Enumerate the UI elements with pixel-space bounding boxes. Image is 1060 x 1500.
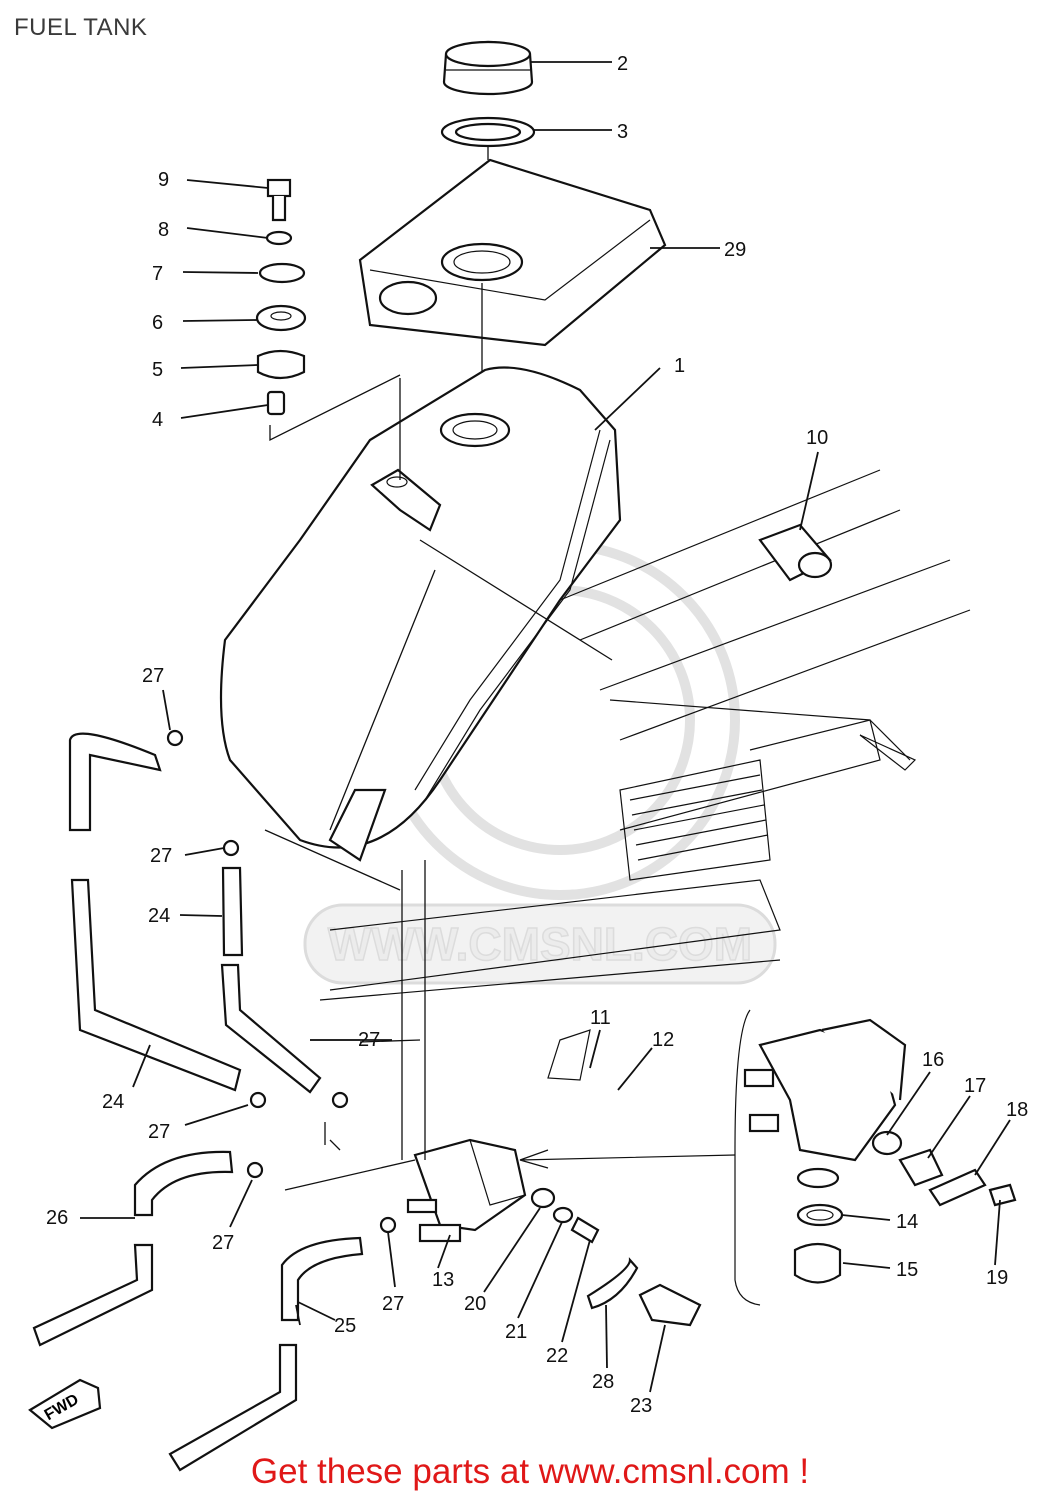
fuel-cock-detail [734,1009,1017,1306]
callout-28: 28 [592,1371,614,1393]
tank-cover [358,158,667,347]
callout-1: 1 [674,355,685,377]
collar [758,523,833,582]
page-title: FUEL TANK [14,14,148,41]
callout-25: 25 [334,1315,356,1337]
callout-6: 6 [152,312,163,334]
callout-29: 29 [724,239,746,261]
fuel-tank [219,366,622,862]
callout-5: 5 [152,359,163,381]
callout-15: 15 [896,1259,918,1281]
callout-19: 19 [986,1267,1008,1289]
callout-23: 23 [630,1395,652,1417]
footer-link[interactable]: Get these parts at www.cmsnl.com ! [250,1452,810,1491]
callout-24a: 24 [148,905,170,927]
fuel-cock-hardware [530,1187,702,1327]
callout-8: 8 [158,219,169,241]
callout-22: 22 [546,1345,568,1367]
callout-7: 7 [152,263,163,285]
callout-9: 9 [158,169,169,191]
callout-numbers: 1 2 3 4 5 6 7 8 9 10 11 12 13 14 15 16 1… [46,53,1028,1417]
callout-14: 14 [896,1211,918,1233]
callout-21: 21 [505,1321,527,1343]
callout-16: 16 [922,1049,944,1071]
callout-27e: 27 [212,1232,234,1254]
callout-20: 20 [464,1293,486,1315]
frame [319,469,971,1081]
callout-11: 11 [590,1007,611,1029]
callout-27b: 27 [150,845,172,867]
cap-gasket [440,116,536,148]
hoses [32,732,364,1472]
fuel-cap [442,40,534,96]
callout-13: 13 [432,1269,454,1291]
callout-2: 2 [617,53,628,75]
leader-lines [80,61,1011,1393]
fwd-arrow: FWD [28,1378,102,1430]
fasteners [255,178,307,416]
callout-27c: 27 [358,1029,380,1051]
callout-4: 4 [152,409,163,431]
hose-clamps [166,729,397,1234]
callout-26: 26 [46,1207,68,1229]
callout-27a: 27 [142,665,164,687]
callout-27f: 27 [382,1293,404,1315]
callout-27d: 27 [148,1121,170,1143]
callout-10: 10 [806,427,828,449]
callout-17: 17 [964,1075,986,1097]
callout-3: 3 [617,121,628,143]
callout-12: 12 [652,1029,674,1051]
callout-24b: 24 [102,1091,124,1113]
callout-18: 18 [1006,1099,1028,1121]
